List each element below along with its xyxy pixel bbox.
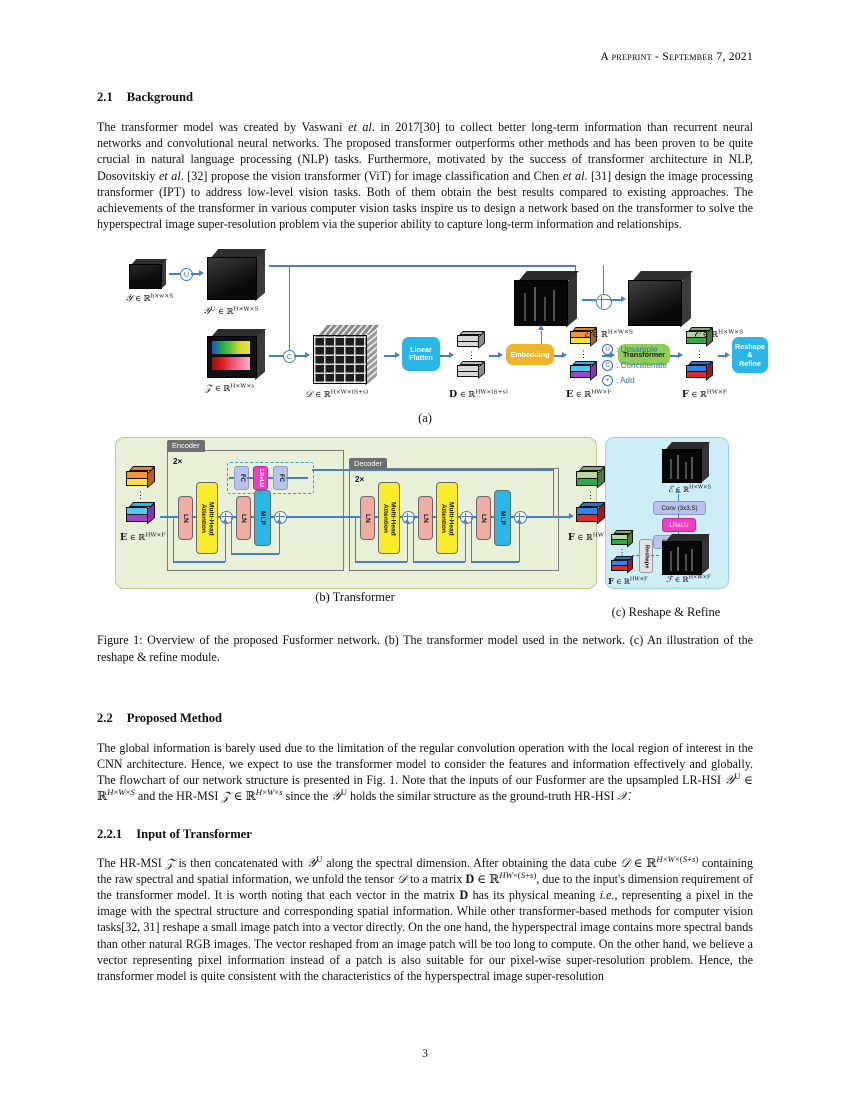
panel-b-input-label: E ∈ ℝHW×F [120, 532, 166, 544]
figure-panels-bc: ⋮ E ∈ ℝHW×F Encoder 2× LN [97, 437, 753, 619]
figure-panel-a-right: Reshape & Refine [123, 249, 768, 431]
panel-c-output-label: ℰ ∈ ℝH×W×S [668, 484, 711, 495]
encoder-ln-2[interactable]: LN [236, 496, 251, 541]
encoder-mha-1[interactable]: Multi-Head Attention [196, 482, 218, 555]
section-title: Proposed Method [126, 710, 223, 725]
paragraph-input-of-transformer: The HR-MSI 𝒵 is then concatenated with 𝒴… [97, 853, 754, 984]
decoder-repeat: 2× [355, 475, 365, 485]
legend-item-add: +: Add [602, 375, 667, 387]
section-heading-proposed-method: 2.2 Proposed Method [97, 711, 753, 726]
cube-data-d [313, 325, 383, 387]
encoder-ln-1[interactable]: LN [178, 496, 193, 541]
section-number: 2.2.1 [97, 826, 123, 841]
section-title: Background [126, 90, 194, 104]
legend-item-concatenate: C: Concatenate [602, 359, 667, 371]
figure-caption: Figure 1: Overview of the proposed Fusfo… [97, 633, 753, 664]
panel-c-output-cube [662, 442, 714, 485]
panel-b-output-top [576, 466, 608, 490]
upsample-legend-icon: U [602, 344, 613, 356]
panel-b-input-bottom [126, 502, 158, 526]
decoder-mlp[interactable]: MLP [494, 490, 511, 547]
encoder-title: Encoder [167, 440, 205, 452]
decoder-ln-1[interactable]: LN [360, 496, 375, 541]
panel-b-output-label: F ∈ ℝHW×F [568, 532, 613, 544]
mlp-expansion-dashed-box [227, 462, 314, 495]
block-reshape-refine[interactable]: Reshape & Refine [732, 337, 768, 374]
matrix-d-top [457, 331, 487, 350]
encoder-mlp[interactable]: MLP [254, 490, 271, 547]
decoder-title: Decoder [349, 458, 387, 470]
panel-b-output-bottom [576, 502, 608, 526]
block-transformer[interactable]: Transformer [618, 344, 670, 366]
concatenate-legend-icon: C [602, 359, 613, 371]
panel-c-reshape[interactable]: Reshape [639, 539, 653, 574]
encoder-box [167, 450, 344, 572]
label-hr-msi: 𝒵 ∈ ℝH×W×s [205, 383, 255, 395]
figure-panel-b: ⋮ E ∈ ℝHW×F Encoder 2× LN [115, 437, 613, 590]
figure-panel-c: ℰ ∈ ℝH×W×S Conv (3x3,S) LReLU Conv (3x3,… [605, 437, 729, 590]
label-lr-hsi: 𝒴 ∈ ℝh×w×S [125, 293, 174, 305]
panel-b-caption: (b) Transformer [315, 590, 395, 605]
cube-output-o [628, 271, 696, 329]
label-upsampled-lr-hsi: 𝒴U ∈ ℝH×W×S [203, 306, 259, 318]
panel-c-caption: (c) Reshape & Refine [611, 605, 721, 620]
encoder-repeat: 2× [173, 457, 183, 467]
decoder-ln-3[interactable]: LN [476, 496, 491, 541]
label-output-o: 𝒪 ∈ ℝH×W×S [694, 329, 744, 341]
label-data-cube-d: 𝒟 ∈ ℝH×W×(S+s) [305, 389, 369, 401]
paragraph-proposed-method: The global information is barely used du… [97, 740, 753, 804]
section-number: 2.2 [97, 710, 113, 725]
matrix-f-bottom [686, 361, 716, 383]
matrix-f-top [686, 327, 716, 349]
decoder-ln-2[interactable]: LN [418, 496, 433, 541]
running-head: A preprint - September 7, 2021 [600, 51, 753, 63]
panel-c-input-label: F ∈ ℝHW×F [608, 576, 648, 587]
section-heading-input-of-transformer: 2.2.1 Input of Transformer [97, 827, 753, 842]
legend-item-upsample: U: Upsample [602, 344, 667, 356]
paragraph-background: The transformer model was created by Vas… [97, 120, 753, 232]
section-number: 2.1 [97, 90, 113, 104]
block-embedding[interactable]: Embedding [506, 344, 554, 366]
panel-c-conv2[interactable]: Conv (3x3,S) [653, 501, 706, 516]
upsample-op-icon: U [180, 268, 193, 282]
panel-a-caption: (a) [418, 411, 432, 426]
add-op-icon [596, 293, 612, 310]
figure-1: 𝒴 ∈ ℝh×w×S U 𝒴U ∈ ℝH×W×S [97, 249, 768, 431]
matrix-d-bottom [457, 361, 487, 380]
cube-upsampled-lr-hsi [207, 249, 269, 303]
panel-c-reshaped-label: ℱ ∈ ℝH×W×F [666, 574, 711, 585]
panel-a-legend: U: Upsample C: Concatenate +: Add [602, 344, 667, 391]
label-residual-e: ℰ ∈ ℝH×W×S [584, 329, 633, 341]
mlp-fc-2[interactable]: FC [273, 466, 288, 491]
panel-c-input-bottom [611, 556, 637, 576]
page-number: 3 [422, 1048, 428, 1060]
block-linear-flatten[interactable]: Linear Flatten [402, 337, 440, 372]
page-content: A preprint - September 7, 2021 2.1 Backg… [97, 0, 768, 984]
cube-residual-e [514, 271, 582, 329]
add-legend-icon: + [602, 375, 613, 387]
decoder-mha-2[interactable]: Multi-Head Attention [436, 482, 458, 555]
cube-hr-msi [207, 329, 269, 381]
panel-b-input-top [126, 466, 158, 490]
matrix-e-top [570, 327, 600, 349]
decoder-box [349, 468, 559, 572]
section-title: Input of Transformer [136, 826, 252, 841]
panel-c-reshaped-cube [662, 534, 714, 577]
matrix-e-bottom [570, 361, 600, 383]
cube-lr-hsi [129, 259, 168, 290]
panel-c-input-top [611, 530, 637, 550]
label-matrix-d: D ∈ ℝHW×(S+s) [449, 389, 508, 401]
figure-panel-a-output: ℰ ∈ ℝH×W×S 𝒪 ∈ ℝH×W×S U: Upsample [97, 249, 753, 431]
arrowhead [199, 269, 204, 276]
figure-panel-a: 𝒴 ∈ ℝh×w×S U 𝒴U ∈ ℝH×W×S [123, 249, 763, 431]
decoder-mha-1[interactable]: Multi-Head Attention [378, 482, 400, 555]
label-matrix-e: E ∈ ℝHW×F [566, 389, 612, 401]
label-matrix-f: F ∈ ℝHW×F [682, 389, 727, 401]
section-heading-background: 2.1 Background [97, 90, 753, 105]
